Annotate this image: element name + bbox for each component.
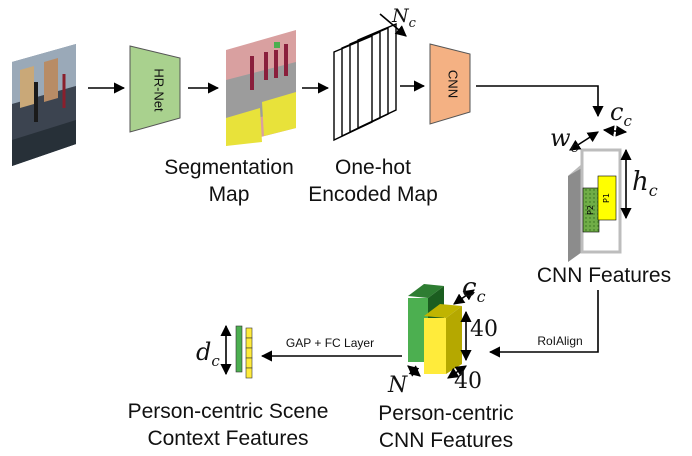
onehot-stack <box>333 22 397 142</box>
d40b-label: 40 <box>454 369 482 394</box>
onehot-label-line2: Encoded Map <box>308 183 438 206</box>
d40a-label: 40 <box>470 317 498 342</box>
pc-scene-label-line2: Context Features <box>147 427 308 450</box>
pc-cnn-label-line2: CNN Features <box>379 429 513 452</box>
cnn-feature-map: P2 P1 <box>568 148 622 262</box>
person-centric-scene-vectors <box>235 325 253 379</box>
roialign-label: RoIAlign <box>537 334 582 348</box>
input-photo <box>12 44 76 166</box>
cc-arrow <box>602 125 628 137</box>
hc-symbol: hc <box>632 167 658 200</box>
seg-label-line1: Segmentation <box>164 156 294 179</box>
cc2-arrow <box>453 289 475 305</box>
wc-symbol: wc <box>550 124 580 156</box>
arrow-roialign <box>488 290 599 358</box>
dc-symbol: dc <box>196 338 220 370</box>
pc-scene-label-line1: Person-centric Scene <box>128 400 329 423</box>
cnn-features-label: CNN Features <box>537 264 671 287</box>
cnn-block: CNN <box>429 43 471 125</box>
arrow-cnn-to-features <box>476 85 604 118</box>
n-arrow <box>407 365 421 377</box>
roi-p1 <box>597 175 617 221</box>
gap-fc-label: GAP + FC Layer <box>286 336 374 350</box>
n-symbol: N <box>387 373 408 398</box>
hrnet-block: HR-Net <box>129 45 181 133</box>
nc-symbol: Nc <box>391 5 417 31</box>
hrnet-label: HR-Net <box>152 68 167 112</box>
roi-p2-label: P2 <box>586 205 595 215</box>
onehot-label-line1: One-hot <box>335 156 411 179</box>
cc-symbol: cc <box>610 98 632 130</box>
roi-p1-label: P1 <box>602 193 611 203</box>
pc-cnn-label-line1: Person-centric <box>378 402 513 425</box>
person-centric-cnn-features <box>408 284 462 374</box>
segmentation-map <box>226 30 296 146</box>
yellow-vector <box>245 327 253 379</box>
cc2-symbol: cc <box>462 273 486 306</box>
green-vector <box>235 325 243 373</box>
d40b-arrow <box>447 365 467 379</box>
wc-arrow <box>569 131 599 151</box>
nc-arrow <box>379 13 407 37</box>
cnn-label: CNN <box>446 70 461 98</box>
seg-label-line2: Map <box>209 183 250 206</box>
